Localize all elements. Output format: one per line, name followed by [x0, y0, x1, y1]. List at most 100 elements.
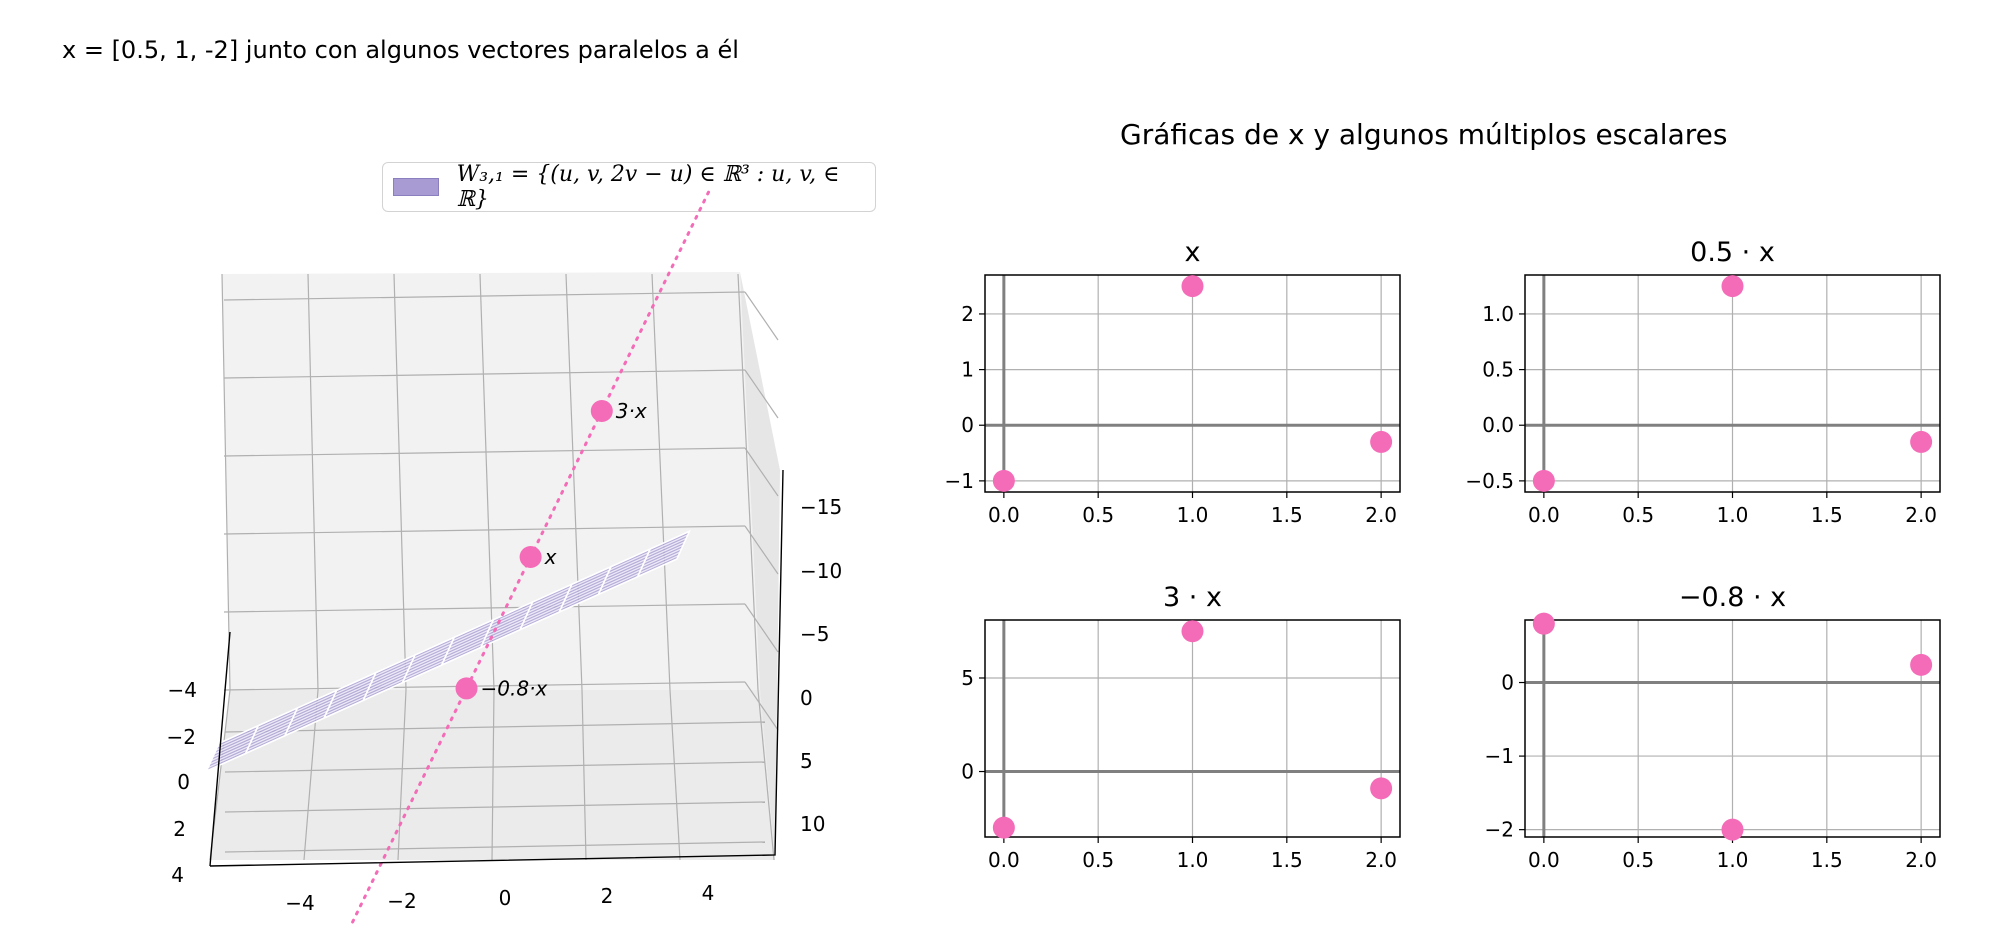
subplot-1-point [1721, 275, 1744, 298]
subplot-1-ytick-label: 0.5 [1482, 358, 1514, 382]
subplot-3-ytick-label: −1 [1485, 744, 1514, 768]
subplot-3-xtick-label: 2.0 [1905, 848, 1937, 872]
pane-grid-line [223, 291, 746, 301]
plane-surface [204, 529, 692, 773]
subplot-3-title: −0.8 · x [1679, 582, 1786, 613]
pane-grid-line [565, 273, 583, 691]
right-panel-title: Gráficas de x y algunos múltiplos escala… [1120, 118, 1728, 151]
plane-gridline [214, 541, 685, 755]
subplot-1-point [1532, 469, 1555, 492]
point3d-label: −0.8·x [481, 676, 548, 700]
subplot-1-title: 0.5 · x [1690, 237, 1775, 268]
subplot-1-ytick-label: −0.5 [1465, 469, 1514, 493]
subplot-0-xtick-label: 0.0 [988, 503, 1020, 527]
subplot-2-title: 3 · x [1163, 582, 1222, 613]
subplot-1-xtick-label: 0.0 [1528, 503, 1560, 527]
subplot-3-xtick-label: 0.5 [1622, 848, 1654, 872]
zaxis3d-tick-label: −15 [800, 495, 842, 519]
subplot-2-xtick-label: 2.0 [1365, 848, 1397, 872]
subplot-0-point [1181, 275, 1204, 298]
subplot-3-xtick-label: 1.5 [1811, 848, 1843, 872]
zaxis3d-tick-label: 10 [800, 812, 825, 836]
subplot-2-xtick-label: 1.5 [1271, 848, 1303, 872]
plane-gridline [212, 544, 684, 758]
subplot-3-xtick-label: 0.0 [1528, 848, 1560, 872]
subplot-3-point [1721, 818, 1744, 841]
xaxis3d-tick-label: −4 [285, 891, 314, 915]
subplot-0-xtick-label: 2.0 [1365, 503, 1397, 527]
pane-grid-line [397, 689, 407, 861]
plane-legend-label: W₃,₁ = {(u, v, 2v − u) ∈ ℝ³ : u, v, ∈ ℝ} [456, 162, 840, 212]
pane-grid-line [224, 801, 766, 813]
pane-grid-line [224, 721, 766, 733]
pane-grid-line [223, 681, 746, 691]
pane-grid-line [224, 761, 766, 773]
subplot-1-xtick-label: 0.5 [1622, 503, 1654, 527]
subplot-2-point [1370, 777, 1393, 800]
subplot-3-point [1532, 612, 1555, 635]
pane-grid-line [491, 689, 495, 861]
axis-3d-y-line [209, 631, 231, 867]
subplot-0-ytick-label: 0 [961, 413, 974, 437]
subplot-0-ytick-label: 1 [961, 358, 974, 382]
pane-grid-line [744, 681, 779, 731]
pane-grid-line [669, 689, 681, 861]
pane-grid-line [581, 689, 587, 861]
pane-grid-line [744, 603, 779, 653]
zaxis3d-tick-label: 5 [800, 749, 813, 773]
subplot-1-xtick-label: 2.0 [1905, 503, 1937, 527]
plane-gridline [207, 554, 679, 769]
subplot-3-ytick-label: −2 [1485, 818, 1514, 842]
pane-grid-line [757, 689, 775, 861]
xaxis3d-tick-label: 4 [702, 881, 715, 905]
subplot-1-ytick-label: 0.0 [1482, 413, 1514, 437]
pane-grid-line [737, 273, 759, 691]
point3d-2 [455, 677, 478, 700]
axis-3d-frame [209, 469, 784, 867]
yaxis3d-tick-label: −2 [167, 725, 196, 749]
subplot-0-ytick-label: −1 [945, 469, 974, 493]
point3d-label: 3·x [616, 399, 647, 423]
plane-gridline [215, 537, 687, 751]
point3d-label: x [544, 545, 557, 569]
subplot-0-xtick-label: 1.5 [1271, 503, 1303, 527]
subplot-3-point [1910, 653, 1933, 676]
yaxis3d-tick-label: −4 [168, 678, 197, 702]
yaxis3d-tick-label: 2 [173, 817, 186, 841]
xaxis3d-tick-label: −2 [387, 889, 416, 913]
subplot-2-point [992, 816, 1015, 839]
plane-legend-swatch [393, 178, 439, 196]
subplot-0-point [1370, 430, 1393, 453]
xaxis3d-tick-label: 2 [601, 884, 614, 908]
plane-gridline [209, 551, 681, 765]
plane-legend: W₃,₁ = {(u, v, 2v − u) ∈ ℝ³ : u, v, ∈ ℝ} [382, 162, 876, 212]
pane-grid-line [223, 447, 746, 457]
subplot-2-xtick-label: 0.0 [988, 848, 1020, 872]
subplot-0-point [992, 469, 1015, 492]
plane-gridline [217, 534, 689, 748]
yaxis3d-tick-label: 0 [177, 770, 190, 794]
pane-grid-line [744, 447, 779, 497]
subplot-2-xtick-label: 0.5 [1082, 848, 1114, 872]
figure-suptitle: x = [0.5, 1, -2] junto con algunos vecto… [62, 36, 739, 64]
subplot-3-xtick-label: 1.0 [1717, 848, 1749, 872]
pane-grid-line [393, 273, 407, 691]
pane-grid-line [744, 291, 779, 341]
pane-grid-line [307, 273, 319, 691]
subplot-2-ytick-label: 0 [961, 760, 974, 784]
subplot-2-point [1181, 620, 1204, 643]
plane-gridline [206, 558, 678, 772]
pane-grid-line [223, 369, 746, 379]
pane-grid-line [224, 841, 766, 853]
pane-grid-line [223, 525, 746, 535]
subplot-0-xtick-label: 0.5 [1082, 503, 1114, 527]
subplot-1-xtick-label: 1.5 [1811, 503, 1843, 527]
plane-gridline [218, 530, 690, 744]
subplot-0-xtick-label: 1.0 [1177, 503, 1209, 527]
pane-grid-line [223, 603, 746, 613]
subplot-0-ytick-label: 2 [961, 302, 974, 326]
zaxis3d-tick-label: 0 [800, 686, 813, 710]
subplot-1-ytick-label: 1.0 [1482, 302, 1514, 326]
plane-gridline [210, 548, 682, 762]
